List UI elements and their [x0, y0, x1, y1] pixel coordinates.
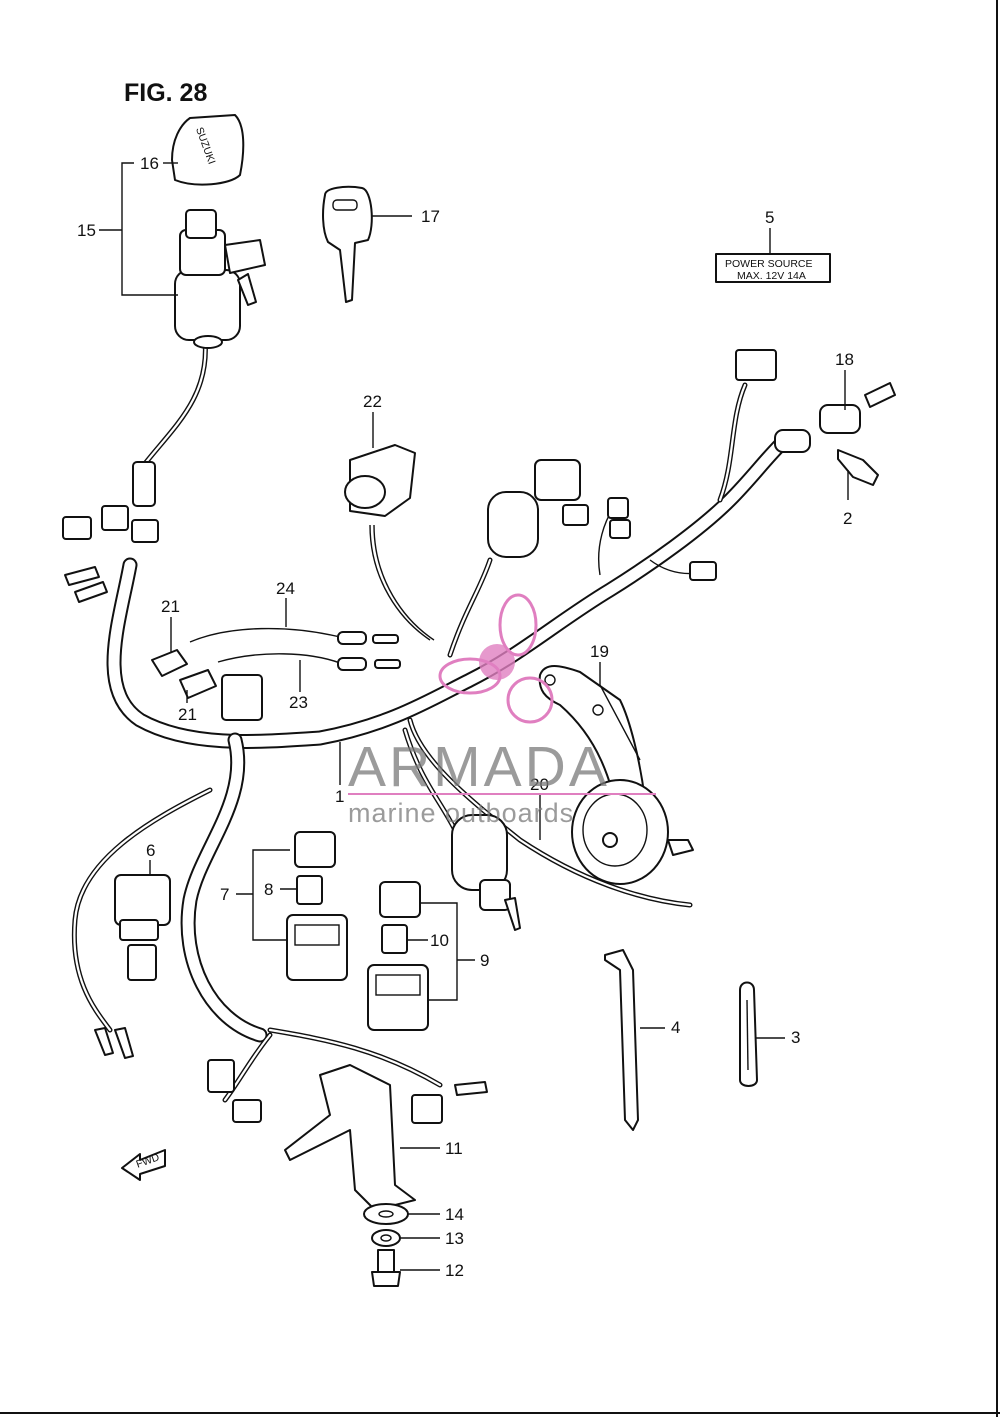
callout-18: 18 [835, 350, 854, 369]
fuse-10 [381, 924, 408, 954]
svg-text:MAX. 12V 14A: MAX. 12V 14A [737, 270, 806, 282]
callout-20: 20 [530, 775, 549, 794]
bracket-11 [284, 1064, 416, 1211]
callout-13: 13 [445, 1229, 464, 1248]
watermark-tagline: marine outboards [348, 798, 574, 828]
connectors-lower [207, 1059, 488, 1124]
power-source-label: POWER SOURCE MAX. 12V 14A [715, 253, 831, 283]
callout-numbers: 16 15 17 5 18 2 22 24 21 21 23 1 19 20 6… [77, 154, 854, 1280]
washer-14 [363, 1203, 409, 1225]
callout-5: 5 [765, 208, 774, 227]
callout-3: 3 [791, 1028, 800, 1047]
figure-title: FIG. 28 [124, 79, 207, 107]
ignition-coil-lower [451, 814, 521, 931]
ignition-coil-upper [487, 459, 717, 581]
callout-21-upper: 21 [161, 597, 180, 616]
callout-11: 11 [445, 1139, 463, 1158]
switch-22 [344, 444, 416, 517]
clamp-2 [837, 449, 879, 486]
callout-12: 12 [445, 1261, 464, 1280]
callout-15: 15 [77, 221, 96, 240]
relay-6 [94, 874, 171, 1059]
callout-19: 19 [590, 642, 609, 661]
connector-assembly-18 [735, 349, 896, 453]
callout-22: 22 [363, 392, 382, 411]
ignition-switch [174, 209, 266, 349]
fuse-box-9 [367, 964, 429, 1031]
horn [571, 779, 694, 885]
cable-tie-4 [604, 949, 639, 1131]
callout-16: 16 [140, 154, 159, 173]
callout-1: 1 [335, 787, 344, 806]
lead-wire-24 [189, 627, 399, 645]
clamp-3 [739, 981, 758, 1087]
relay-7 [294, 831, 336, 868]
svg-text:POWER SOURCE: POWER SOURCE [725, 258, 813, 270]
cap-21-upper [151, 649, 188, 677]
callout-6: 6 [146, 841, 155, 860]
ignition-key [322, 185, 373, 303]
callout-14: 14 [445, 1205, 464, 1224]
callout-4: 4 [671, 1018, 680, 1037]
watermark: ARMADA marine outboards [348, 593, 656, 828]
bolt-12 [371, 1249, 401, 1287]
cap-21-lower [179, 669, 217, 699]
callout-10: 10 [430, 931, 449, 950]
callout-21-lower: 21 [178, 705, 197, 724]
callout-leaders [99, 162, 849, 1271]
relay-9 [379, 881, 421, 918]
fuse-box-7 [286, 914, 348, 981]
callout-8: 8 [264, 880, 273, 899]
callout-24: 24 [276, 579, 295, 598]
callout-7: 7 [220, 885, 229, 904]
watermark-brand: ARMADA [348, 735, 610, 799]
fuse-8 [296, 875, 323, 905]
callout-23: 23 [289, 693, 308, 712]
washer-13 [371, 1229, 401, 1247]
watermark-logo-icon [438, 593, 554, 724]
callout-2: 2 [843, 509, 852, 528]
connector-near-harness [221, 674, 263, 721]
ignition-switch-cap: SUZUKI [171, 114, 245, 186]
forward-direction-arrow: FWD [121, 1149, 166, 1181]
connector-cluster-left [62, 461, 159, 603]
lead-wire-23 [217, 653, 401, 671]
callout-9: 9 [480, 951, 489, 970]
callout-17: 17 [421, 207, 440, 226]
